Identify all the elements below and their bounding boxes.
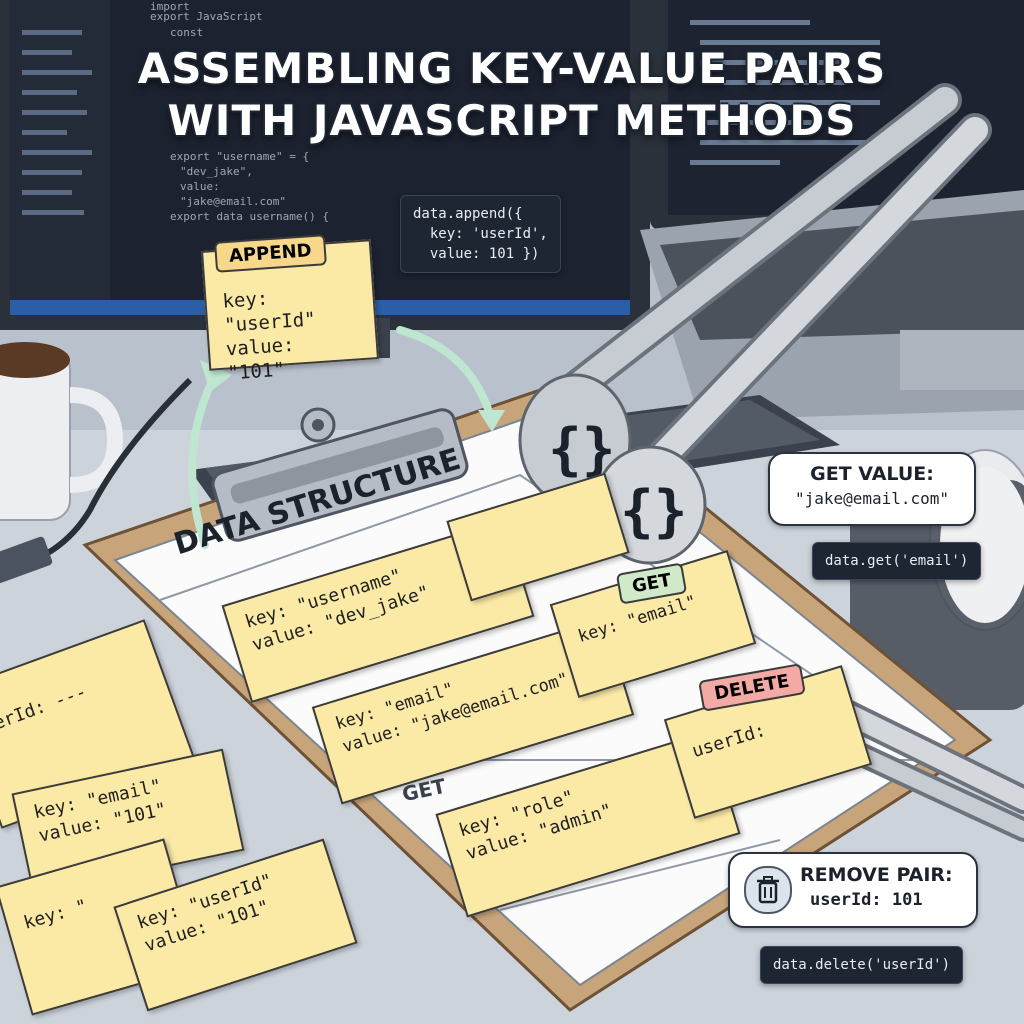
code-line: key: 'userId', — [413, 226, 548, 242]
svg-text:{}: {} — [548, 417, 615, 482]
code-line: value: — [180, 180, 220, 193]
code-line: export "username" = { — [170, 150, 310, 163]
get-value-callout: GET VALUE: "jake@email.com" — [768, 452, 976, 526]
page-title: ASSEMBLING KEY-VALUE PAIRS — [137, 44, 887, 93]
code-line: "dev_jake", — [180, 165, 253, 178]
callout-title: GET VALUE: — [810, 463, 934, 485]
callout-value: "jake@email.com" — [794, 489, 950, 508]
delete-code-box: data.delete('userId') — [760, 946, 964, 984]
code-line: "jake@email.com" — [180, 195, 286, 208]
page-subtitle: WITH JAVASCRIPT METHODS — [167, 96, 857, 145]
code-line: const — [170, 26, 204, 39]
note-text: serId: --- — [0, 681, 90, 739]
note-value: value: "101" — [225, 333, 296, 385]
code-line: data.append({ — [413, 206, 523, 222]
code-line: value: 101 }) — [413, 246, 540, 262]
coffee-mug — [0, 342, 124, 521]
append-code-box: data.append({ key: 'userId', value: 101 … — [400, 195, 561, 273]
code-line: export data username() { — [170, 210, 329, 223]
svg-text:{}: {} — [620, 479, 687, 544]
code-line: import — [150, 0, 190, 13]
callout-title: REMOVE PAIR: — [800, 864, 953, 886]
get-code-box: data.get('email') — [812, 542, 982, 580]
callout-value: userId: 101 — [810, 890, 923, 910]
trash-icon — [744, 866, 792, 914]
remove-pair-callout: REMOVE PAIR: userId: 101 — [728, 852, 978, 928]
code-line: export JavaScript — [150, 10, 263, 23]
